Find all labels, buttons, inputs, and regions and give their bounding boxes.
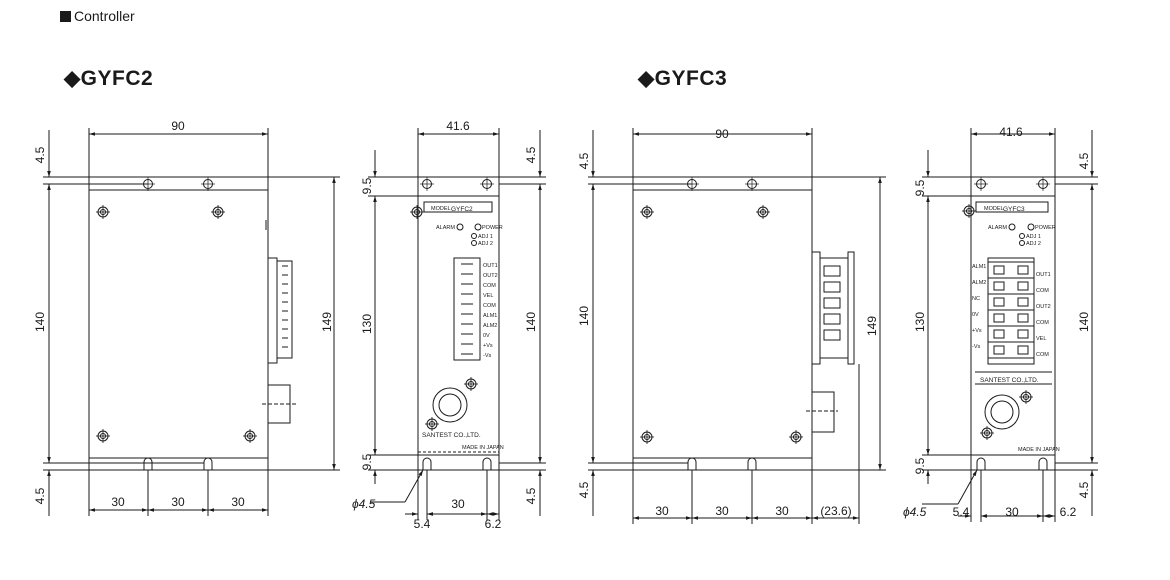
gyfc3-front-view	[922, 128, 1098, 522]
gyfc2-terminal-labels: OUT1 OUT2 COM VEL COM ALM1 ALM2 0V +Vs -…	[483, 263, 498, 359]
dim-gyfc2-front-bottom-offset: 9.5	[360, 453, 374, 470]
dim-gyfc3-front-height-outer: 140	[1077, 312, 1091, 332]
gyfc3-power-label: POWER	[1035, 225, 1056, 231]
terminal-label: OUT1	[483, 263, 498, 269]
gyfc3-alarm-label: ALARM	[988, 225, 1007, 231]
dim-gyfc2-hole-diameter: ϕ4.5	[352, 497, 376, 511]
gyfc3-adj2-label: ADJ 2	[1026, 241, 1041, 247]
dim-gyfc2-side-bottom-offset: 4.5	[33, 487, 47, 504]
terminal-label: ALM1	[483, 313, 497, 319]
gyfc3-left-terminal-labels: ALM1 ALM2 NC 0V +Vs -Vs	[972, 264, 986, 350]
dim-gyfc2-front-height-inner: 130	[360, 314, 374, 334]
dim-gyfc2-side-top-offset: 4.5	[33, 146, 47, 163]
terminal-label: -Vs	[972, 344, 981, 350]
section-title-text: Controller	[74, 8, 135, 24]
dim-gyfc3-side-height-outer: 149	[865, 316, 879, 336]
dim-gyfc3-front-pitch: 30	[1005, 505, 1019, 519]
dim-gyfc3-front-right-bottom-offset: 4.5	[1077, 481, 1091, 498]
terminal-label: COM	[483, 303, 496, 309]
dim-gyfc3-side-pitch-1: 30	[655, 504, 669, 518]
gyfc3-adj1-label: ADJ 1	[1026, 234, 1041, 240]
dim-gyfc3-front-top-offset: 9.5	[913, 179, 927, 196]
gyfc3-right-terminal-labels: OUT1 COM OUT2 COM VEL COM	[1036, 272, 1051, 358]
terminal-label: NC	[972, 296, 980, 302]
dim-gyfc3-side-bottom-offset: 4.5	[577, 481, 591, 498]
dim-gyfc2-front-height-outer: 140	[524, 312, 538, 332]
dim-gyfc2-front-width: 41.6	[446, 119, 470, 133]
terminal-label: ALM2	[972, 280, 986, 286]
gyfc2-made-in-label: MADE IN JAPAN	[462, 445, 504, 451]
diamond-icon: ◆	[638, 67, 655, 90]
dim-gyfc3-front-width: 41.6	[999, 125, 1023, 139]
terminal-label: COM	[1036, 352, 1049, 358]
gyfc2-adj2-label: ADJ 2	[478, 241, 493, 247]
dim-gyfc3-side-pitch-3: 30	[775, 504, 789, 518]
terminal-label: COM	[1036, 288, 1049, 294]
dim-gyfc3-side-pitch-2: 30	[715, 504, 729, 518]
gyfc2-alarm-label: ALARM	[436, 225, 455, 231]
dim-gyfc3-side-top-offset: 4.5	[577, 152, 591, 169]
terminal-label: +Vs	[972, 328, 982, 334]
terminal-label: VEL	[483, 293, 493, 299]
gyfc2-model-text: GYFC2	[451, 206, 473, 213]
terminal-label: +Vs	[483, 343, 493, 349]
section-title: Controller	[60, 8, 135, 24]
terminal-label: COM	[483, 283, 496, 289]
gyfc2-side-view	[43, 128, 340, 516]
terminal-label: ALM1	[972, 264, 986, 270]
terminal-label: OUT1	[1036, 272, 1051, 278]
dim-gyfc2-front-right-top-offset: 4.5	[524, 146, 538, 163]
square-bullet-icon	[60, 11, 71, 22]
gyfc2-adj1-label: ADJ 1	[478, 234, 493, 240]
model-heading-gyfc3: ◆GYFC3	[638, 66, 727, 91]
gyfc3-side-view	[588, 128, 886, 524]
gyfc3-made-in-label: MADE IN JAPAN	[1018, 447, 1060, 453]
dim-gyfc2-side-pitch-1: 30	[111, 495, 125, 509]
model-name-gyfc2: GYFC2	[80, 67, 154, 90]
terminal-label: ALM2	[483, 323, 497, 329]
dim-gyfc3-front-right-top-offset: 4.5	[1077, 152, 1091, 169]
dim-gyfc2-hole-offset: 5.4	[414, 517, 431, 531]
gyfc3-model-label: MODEL	[984, 206, 1004, 212]
terminal-label: COM	[1036, 320, 1049, 326]
dim-gyfc2-side-width: 90	[171, 119, 185, 133]
dim-gyfc2-right-offset: 6.2	[485, 517, 502, 531]
dim-gyfc2-front-top-offset: 9.5	[360, 177, 374, 194]
dim-gyfc3-front-height-inner: 130	[913, 312, 927, 332]
dim-gyfc2-side-height-outer: 149	[320, 312, 334, 332]
dim-gyfc3-side-width: 90	[715, 127, 729, 141]
dim-gyfc2-side-pitch-3: 30	[231, 495, 245, 509]
gyfc3-maker-label: SANTEST CO.,LTD.	[980, 377, 1039, 384]
dim-gyfc3-hole-diameter: ϕ4.5	[903, 505, 927, 519]
dim-gyfc3-hole-offset: 5.4	[953, 505, 970, 519]
terminal-label: OUT2	[1036, 304, 1051, 310]
dim-gyfc2-side-pitch-2: 30	[171, 495, 185, 509]
terminal-label: -Vs	[483, 353, 492, 359]
dim-gyfc2-side-height-inner: 140	[33, 312, 47, 332]
terminal-label: 0V	[483, 333, 490, 339]
dim-gyfc2-front-pitch: 30	[451, 497, 465, 511]
terminal-label: 0V	[972, 312, 979, 318]
gyfc2-maker-label: SANTEST CO.,LTD.	[422, 432, 481, 439]
gyfc2-front-view	[368, 128, 546, 520]
terminal-label: OUT2	[483, 273, 498, 279]
dim-gyfc3-side-height-inner: 140	[577, 306, 591, 326]
dim-gyfc3-front-bottom-offset: 9.5	[913, 457, 927, 474]
diamond-icon: ◆	[64, 67, 81, 90]
terminal-label: VEL	[1036, 336, 1046, 342]
dim-gyfc2-front-right-bottom-offset: 4.5	[524, 487, 538, 504]
gyfc2-model-label: MODEL	[431, 206, 451, 212]
model-name-gyfc3: GYFC3	[654, 67, 728, 90]
model-heading-gyfc2: ◆GYFC2	[64, 66, 153, 91]
gyfc3-model-text: GYFC3	[1003, 206, 1025, 213]
gyfc2-power-label: POWER	[482, 225, 503, 231]
dim-gyfc3-right-offset: 6.2	[1060, 505, 1077, 519]
dim-gyfc3-connector: (23.6)	[820, 504, 851, 518]
